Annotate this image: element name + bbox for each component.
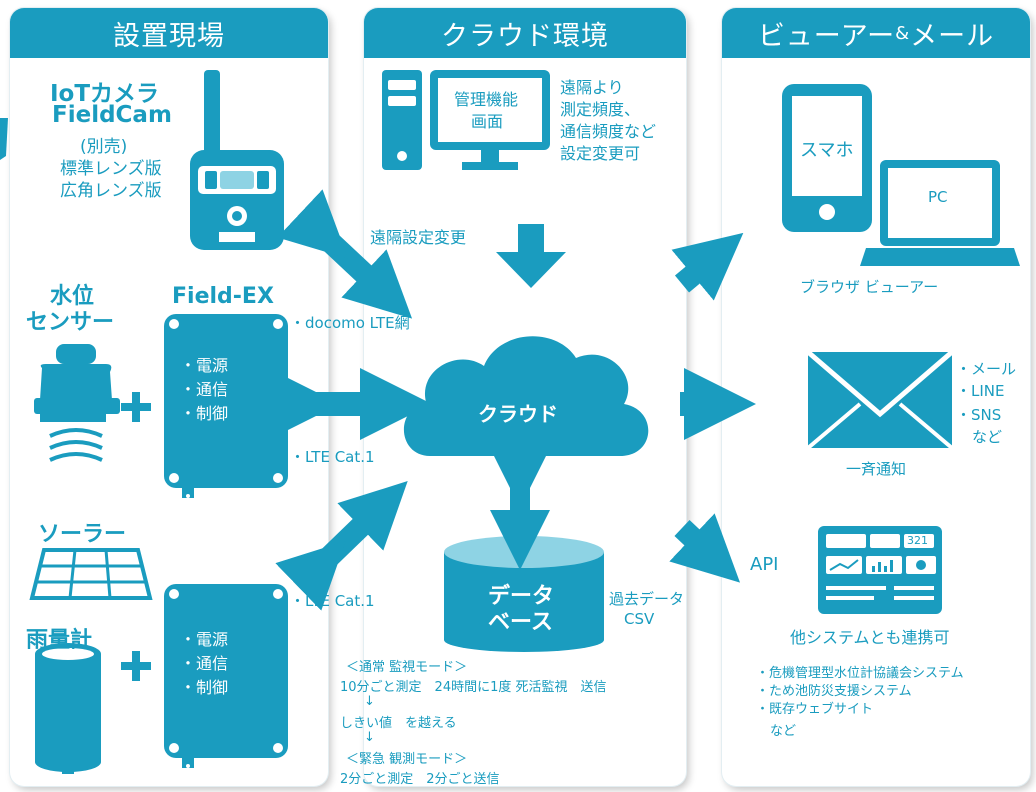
broadcast-label: 一斉通知 (846, 460, 907, 478)
admin-screen-label-1: 管理機能 (454, 90, 519, 109)
device-b-item-3: ・制御 (180, 678, 229, 697)
phone-label: スマホ (800, 140, 854, 161)
camera-title-1: IoTカメラ (50, 81, 160, 107)
past-data-label-2: CSV (624, 610, 655, 628)
other-systems-label: 他システムとも連携可 (790, 628, 950, 647)
arrow-down-cloud-icon (496, 224, 566, 288)
viewer-title-mail: メール (910, 20, 995, 52)
dashboard-icon (818, 526, 942, 614)
rain-gauge-label: 雨量計 (26, 628, 93, 653)
dashboard-number: 321 (907, 534, 928, 547)
water-level-label-1: 水位 (50, 284, 95, 309)
water-level-label-2: センサー (26, 310, 115, 335)
camera-title-2: FieldCam (52, 102, 172, 128)
rain-gauge-icon (35, 643, 101, 774)
system-item-2: ・ため池防災支援システム (756, 684, 912, 699)
edge-bracket-icon (0, 118, 8, 160)
smartphone-icon (782, 84, 872, 232)
arrow-device2-cloud-icon (275, 481, 408, 611)
mode-line-2: 10分ごと測定 24時間に1度 死活監視 送信 (340, 680, 607, 695)
admin-screen-label-2: 画面 (471, 112, 504, 131)
solar-panel-icon (29, 548, 153, 600)
mode-line-6: ＜緊急 観測モード＞ (346, 752, 468, 767)
remote-note-1: 遠隔より (560, 78, 624, 97)
remote-note-2: 測定頻度、 (560, 100, 641, 119)
arrow-to-browser-icon (671, 232, 744, 301)
remote-config-label: 遠隔設定変更 (370, 228, 467, 247)
arrow-to-api-icon (669, 513, 741, 583)
plus-icon-b (121, 651, 151, 681)
browser-viewer-label: ブラウザ ビューアー (800, 278, 939, 296)
plus-icon-a (121, 392, 151, 422)
camera-sub-1: (別売) (80, 137, 128, 157)
past-data-label-1: ・過去データ (594, 590, 685, 608)
system-item-3: ・既存ウェブサイト (756, 702, 874, 717)
device-a-item-1: ・電源 (180, 356, 229, 375)
notify-item-3: ・SNS (956, 406, 1002, 424)
system-item-1: ・危機管理型水位計協議会システム (756, 666, 964, 681)
device-b-item-2: ・通信 (180, 654, 229, 673)
mode-line-5: ↓ (364, 730, 375, 745)
mode-line-4: しきい値 を越える (340, 716, 457, 731)
notify-item-4: など (972, 428, 1003, 446)
arrow-camera-cloud-icon (277, 189, 413, 319)
viewer-title-amp: & (895, 22, 911, 44)
notify-item-1: ・メール (956, 360, 1017, 378)
mode-line-7: 2分ごと測定 2分ごと送信 (340, 772, 500, 787)
mode-line-1: ＜通常 監視モード＞ (346, 660, 468, 675)
device-a-item-3: ・制御 (180, 404, 229, 423)
cloud-panel-title: クラウド環境 (364, 8, 686, 58)
notify-item-2: ・LINE (956, 382, 1005, 400)
admin-computer-icon (382, 70, 550, 170)
remote-note-3: 通信頻度など (560, 122, 657, 141)
site-panel-title: 設置現場 (10, 8, 328, 58)
envelope-icon (806, 350, 954, 450)
remote-note-4: 設定変更可 (560, 144, 641, 163)
field-ex-device-b-icon (164, 584, 288, 768)
cloud-label: クラウド (478, 402, 558, 426)
lte-label-2: ・LTE Cat.1 (290, 592, 375, 610)
viewer-panel-title: ビューアー&メール (722, 8, 1030, 58)
iot-camera-icon (190, 70, 284, 250)
solar-label: ソーラー (38, 522, 127, 547)
camera-sub-2: 標準レンズ版 (60, 159, 162, 179)
lte-label-1: ・LTE Cat.1 (290, 448, 375, 466)
db-label-1: データ (488, 584, 555, 609)
water-level-sensor-icon (34, 344, 120, 462)
camera-sub-3: 広角レンズ版 (60, 181, 162, 201)
field-ex-device-a-icon (164, 314, 288, 498)
api-label: API (750, 554, 779, 575)
mode-line-3: ↓ (364, 694, 375, 709)
docomo-label: ・docomo LTE網 (290, 314, 410, 332)
viewer-title-main: ビューアー (757, 20, 896, 52)
laptop-icon (860, 160, 1020, 266)
device-a-item-2: ・通信 (180, 380, 229, 399)
pc-label: PC (928, 188, 948, 206)
cloud-icon (403, 336, 649, 456)
db-label-2: ベース (488, 610, 553, 635)
system-item-4: など (770, 724, 797, 739)
field-ex-label: Field-EX (172, 284, 274, 309)
device-b-item-1: ・電源 (180, 630, 229, 649)
